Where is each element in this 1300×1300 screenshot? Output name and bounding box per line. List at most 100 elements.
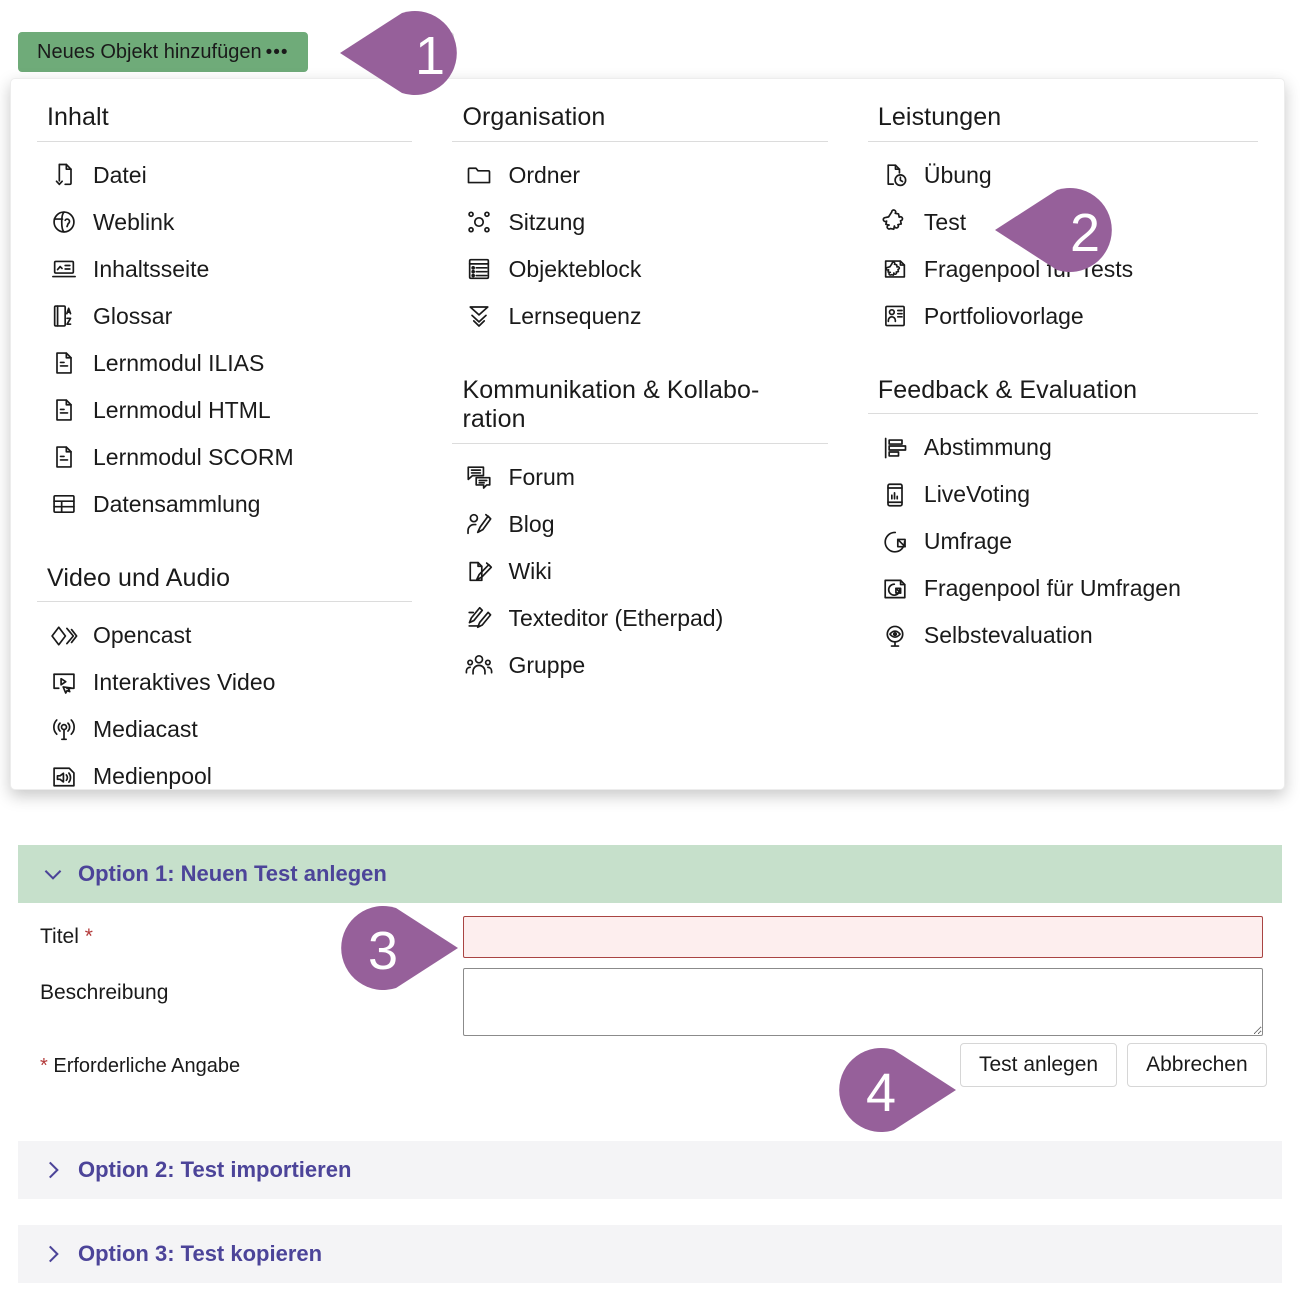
menu-item-weblink[interactable]: Weblink (37, 199, 412, 246)
menu-item-label: Weblink (93, 208, 175, 235)
menu-item-abstimmung[interactable]: Abstimmung (868, 424, 1258, 471)
description-label-text: Beschreibung (40, 981, 169, 1004)
self-evaluation-eye-icon (880, 621, 910, 651)
portfolio-template-icon (880, 301, 910, 331)
menu-item-wiki[interactable]: Wiki (452, 548, 827, 595)
add-new-object-button[interactable]: Neues Objekt hinzufügen••• (18, 32, 308, 72)
menu-item-umfrage[interactable]: Umfrage (868, 518, 1258, 565)
forum-speech-bubbles-icon (464, 462, 494, 492)
survey-pie-icon (880, 527, 910, 557)
menu-item-forum[interactable]: Forum (452, 454, 827, 501)
menu-item-übung[interactable]: Übung (868, 152, 1258, 199)
step-badge-2-number: 2 (1069, 203, 1101, 263)
menu-item-label: Selbstevaluation (923, 622, 1093, 648)
accordion-option-3-header[interactable]: Option 3: Test kopieren (18, 1225, 1282, 1283)
content-page-icon (49, 254, 79, 284)
accordion-option-1[interactable]: Option 1: Neuen Test anlegen (18, 845, 1282, 903)
speaker-sound-icon (49, 762, 79, 792)
puzzle-piece-icon (880, 207, 910, 237)
menu-item-interaktives-video[interactable]: Interaktives Video (37, 659, 412, 706)
required-note-asterisk: * (40, 1055, 48, 1077)
menu-item-lernsequenz[interactable]: Lernsequenz (452, 293, 827, 340)
menu-item-gruppe[interactable]: Gruppe (452, 642, 827, 689)
menu-item-label: Objekteblock (508, 255, 642, 282)
create-test-button[interactable]: Test anlegen (960, 1043, 1118, 1087)
menu-item-datei[interactable]: Datei (37, 152, 412, 199)
menu-item-glossar[interactable]: Glossar (37, 293, 412, 340)
chevron-right-icon (40, 1241, 66, 1267)
required-note: * Erforderliche Angabe (40, 1055, 240, 1078)
menu-item-portfoliovorlage[interactable]: Portfoliovorlage (868, 293, 1258, 340)
group-title: Video und Audio (47, 563, 231, 592)
learning-module-icon (49, 395, 79, 425)
accordion-option-3[interactable]: Option 3: Test kopieren (18, 1225, 1282, 1283)
menu-item-label: Abstimmung (923, 434, 1052, 460)
menu-item-label: Forum (508, 463, 575, 490)
etherpad-pencil-icon (464, 603, 494, 633)
menu-item-label: Ordner (508, 161, 581, 188)
group-people-icon (464, 650, 494, 680)
group-divider (37, 140, 413, 142)
table-grid-icon (49, 489, 79, 519)
accordion-option-3-title: Option 3: Test kopieren (78, 1241, 323, 1266)
menu-item-lernmodul-scorm[interactable]: Lernmodul SCORM (37, 434, 412, 481)
title-field-label: Titel * (40, 925, 93, 949)
menu-item-texteditor-etherpad[interactable]: Texteditor (Etherpad) (452, 595, 827, 642)
opencast-chevrons-icon (49, 621, 79, 651)
accordion-option-1-title: Option 1: Neuen Test anlegen (78, 861, 387, 886)
menu-item-label: Opencast (93, 622, 192, 648)
menu-item-inhaltsseite[interactable]: Inhaltsseite (37, 246, 412, 293)
accordion-option-2[interactable]: Option 2: Test importieren (18, 1141, 1282, 1199)
menu-item-lernmodul-html[interactable]: Lernmodul HTML (37, 387, 412, 434)
title-label-text: Titel (40, 925, 79, 948)
menu-item-label: Übung (923, 161, 992, 188)
menu-item-lernmodul-ilias[interactable]: Lernmodul ILIAS (37, 340, 412, 387)
group-divider (867, 413, 1258, 414)
group-title: Kommunikation & Kollabo-ration (462, 375, 760, 434)
description-textarea[interactable] (463, 968, 1263, 1036)
menu-item-test[interactable]: Test (868, 199, 1258, 246)
menu-item-fragenpool-für-umfragen[interactable]: Fragenpool für Umfragen (868, 565, 1258, 612)
menu-item-livevoting[interactable]: LiveVoting (868, 471, 1258, 518)
broadcast-antenna-icon (49, 715, 79, 745)
interactive-video-icon (49, 668, 79, 698)
step-badge-1: 1 (340, 3, 490, 103)
step-badge-4: 4 (826, 1040, 976, 1140)
form-button-bar: Test anlegen Abbrechen (960, 1043, 1267, 1087)
menu-item-ordner[interactable]: Ordner (452, 152, 827, 199)
menu-item-label: Test (923, 208, 967, 235)
group-title: Feedback & Evaluation (877, 375, 1138, 404)
menu-item-objekteblock[interactable]: Objekteblock (452, 246, 827, 293)
accordion-option-1-header[interactable]: Option 1: Neuen Test anlegen (18, 845, 1282, 903)
menu-item-mediacast[interactable]: Mediacast (37, 706, 412, 753)
menu-item-blog[interactable]: Blog (452, 501, 827, 548)
menu-item-label: Texteditor (Etherpad) (508, 604, 724, 631)
menu-item-datensammlung[interactable]: Datensammlung (37, 481, 412, 528)
group-divider (867, 140, 1258, 142)
cancel-button[interactable]: Abbrechen (1127, 1043, 1267, 1087)
menu-item-selbstevaluation[interactable]: Selbstevaluation (868, 612, 1258, 659)
title-input[interactable] (463, 916, 1263, 958)
chevron-right-icon (40, 1157, 66, 1183)
group-title: Inhalt (47, 103, 109, 131)
menu-item-medienpool[interactable]: Medienpool (37, 753, 412, 800)
livevoting-phone-icon (880, 480, 910, 510)
menu-item-opencast[interactable]: Opencast (37, 612, 412, 659)
session-nodes-icon (464, 207, 494, 237)
menu-item-label: Medienpool (93, 763, 212, 789)
accordion-option-2-header[interactable]: Option 2: Test importieren (18, 1141, 1282, 1199)
question-pool-puzzle-icon (880, 254, 910, 284)
menu-item-sitzung[interactable]: Sitzung (452, 199, 827, 246)
description-field-label: Beschreibung (40, 981, 168, 1005)
group-title: Leistungen (877, 103, 1002, 131)
menu-item-label: Interaktives Video (93, 669, 276, 695)
page-toolbar: alten Neues Objekt hinzufügen••• (0, 0, 1300, 78)
menu-item-label: Lernsequenz (508, 302, 642, 329)
